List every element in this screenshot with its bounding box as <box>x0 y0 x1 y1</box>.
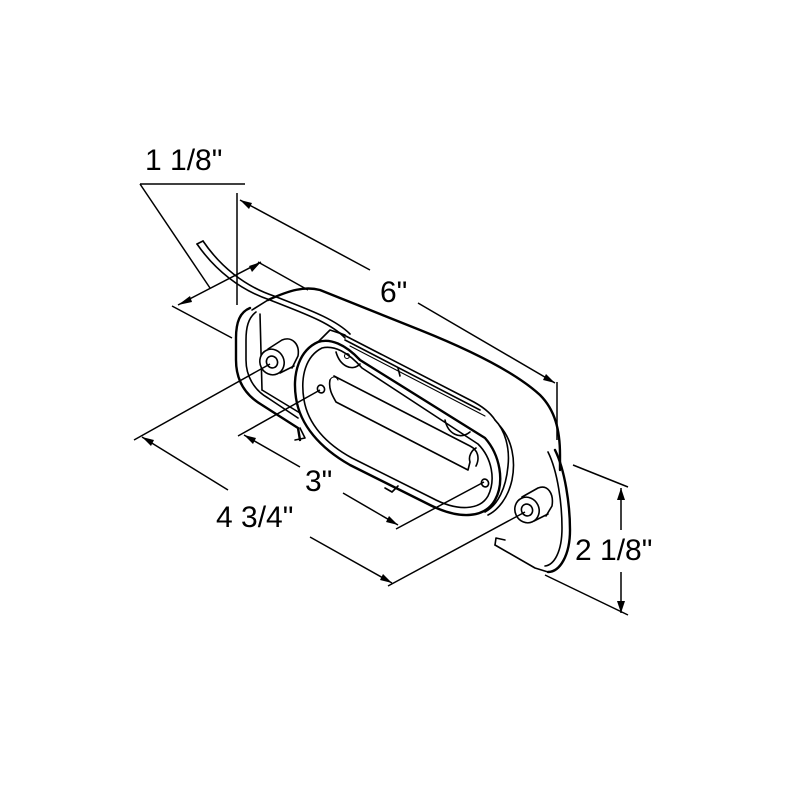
right-mounting-stud <box>514 486 554 524</box>
left-mounting-stud <box>259 338 300 376</box>
height-label: 2 1/8" <box>575 534 653 567</box>
length-dimension <box>236 193 558 440</box>
oval-lamp-body <box>293 329 515 517</box>
length-label: 6" <box>380 276 408 309</box>
lens-spacing-label: 3" <box>305 465 333 498</box>
mounting-dimension <box>133 363 526 587</box>
depth-label: 1 1/8" <box>145 144 223 177</box>
mounting-spacing-label: 4 3/4" <box>216 501 294 534</box>
height-dimension <box>544 464 629 616</box>
lens-hole-dimension <box>237 389 485 530</box>
depth-dimension <box>139 183 309 339</box>
lead-wire <box>196 240 351 339</box>
